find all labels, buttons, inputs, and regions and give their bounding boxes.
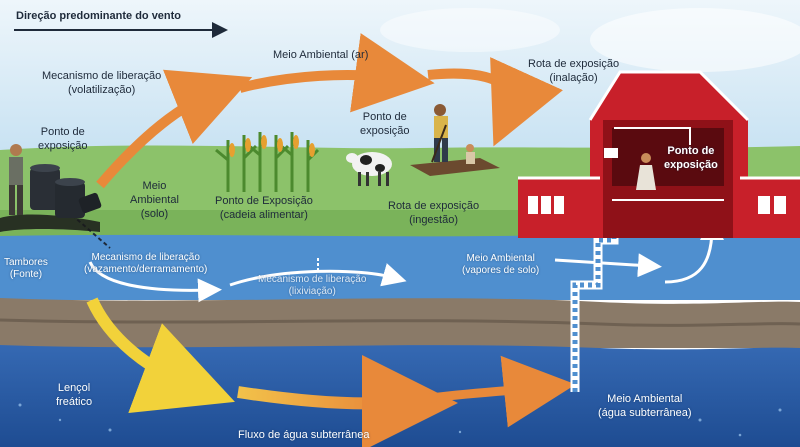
label-point-exposure-food: Ponto de Exposição (cadeia alimentar): [215, 194, 313, 222]
barn-icon: [518, 70, 800, 238]
label-line: (solo): [140, 208, 169, 220]
label-media-soil-vapor: Meio Ambiental (vapores de solo): [462, 253, 539, 277]
arrow-groundwater-to-well: [429, 355, 576, 428]
label-line: Rota de exposição: [388, 200, 480, 212]
label-line: Tambores: [4, 257, 48, 268]
cloud: [380, 8, 560, 52]
corn-icon: [215, 132, 320, 192]
arrow-inhalation: [427, 57, 563, 147]
label-route-inhalation: Rota de exposição (inalação): [528, 57, 619, 85]
drum-icon: [0, 164, 102, 232]
label-route-ingestion: Rota de exposição (ingestão): [388, 199, 479, 227]
label-line: exposição: [360, 125, 410, 137]
label-line: Mecanismo de liberação: [258, 274, 367, 285]
arrow-leak-down: [86, 297, 235, 414]
label-point-exposure-house: Ponto de exposição: [664, 144, 718, 172]
arrow-volatilization: [96, 69, 253, 189]
label-line: (volatilização): [67, 84, 136, 96]
label-line: Mecanismo de liberação: [42, 70, 162, 82]
label-line: Meio Ambiental: [607, 393, 683, 405]
label-line: Ponto de: [40, 126, 85, 138]
label-line: (inalação): [549, 72, 598, 84]
label-line: Lençol: [57, 382, 91, 394]
label-mechanism-leak: Mecanismo de liberação (vazamento/derram…: [84, 252, 207, 276]
farmer-icon: [410, 104, 500, 176]
label-line: exposição: [38, 140, 88, 152]
label-line: freático: [56, 396, 93, 408]
label-point-exposure-farmer: Ponto de exposição: [360, 110, 410, 138]
label-line: Meio: [142, 180, 167, 192]
sediment-line: [0, 318, 800, 327]
corn-cobs: [229, 135, 315, 157]
label-mechanism-leaching: Mecanismo de liberação (lixiviação): [258, 274, 366, 298]
label-line: exposição: [664, 159, 718, 171]
label-drums-source: Tambores (Fonte): [4, 257, 48, 281]
label-media-groundwater: Meio Ambiental (água subterrânea): [598, 392, 692, 420]
label-line: Meio Ambiental: [466, 253, 535, 264]
label-line: Ponto de Exposição: [215, 195, 313, 207]
arrow-leaching: [229, 263, 407, 287]
label-line: Ponto de: [362, 111, 407, 123]
wind-direction-label: Direção predominante do vento: [16, 10, 182, 22]
label-water-table: Lençol freático: [56, 381, 92, 409]
worker-icon: [9, 144, 23, 215]
label-groundwater-flow: Fluxo de água subterrânea: [238, 429, 370, 441]
label-line: (lixiviação): [288, 286, 336, 297]
label-line: Ambiental: [130, 194, 179, 206]
arrow-air: [238, 33, 435, 113]
arrow-leak: [88, 261, 222, 303]
label-line: (ingestão): [409, 214, 459, 226]
label-media-air: Meio Ambiental (ar): [273, 49, 369, 61]
label-mechanism-volatilization: Mecanismo de liberação (volatilização): [42, 69, 161, 97]
label-line: Rota de exposição: [528, 58, 620, 70]
label-line: (vapores de solo): [462, 265, 540, 276]
label-line: (Fonte): [9, 269, 43, 280]
label-line: (cadeia alimentar): [219, 209, 308, 221]
label-line: Ponto de: [667, 145, 715, 157]
label-line: (vazamento/derramamento): [84, 264, 208, 275]
label-point-exposure-left: Ponto de exposição: [38, 125, 88, 153]
cloud: [590, 8, 800, 72]
label-media-soil: Meio Ambiental (solo): [130, 179, 179, 221]
label-line: Mecanismo de liberação: [91, 252, 200, 263]
cow-icon: [346, 152, 392, 186]
label-line: (água subterrânea): [598, 407, 692, 419]
resident-icon: [636, 153, 656, 190]
